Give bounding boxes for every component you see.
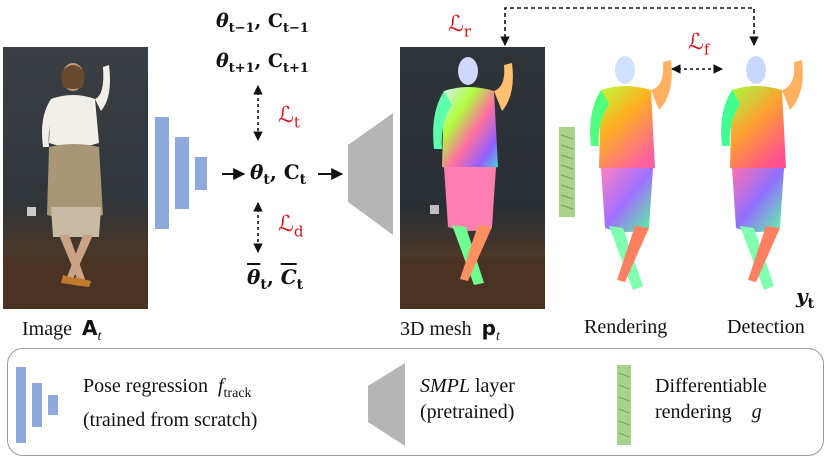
legend-pose-text: Pose regression ftrack (trained from scr… — [83, 375, 258, 431]
legend-smpl-text: SMPL layer (pretrained) — [420, 375, 515, 423]
loss-render-arrow — [500, 7, 759, 46]
detection-label: Detection — [727, 316, 805, 338]
legend-smpl-icon — [368, 363, 405, 446]
mesh-overlay-image — [400, 47, 545, 309]
legend-panel — [7, 348, 824, 456]
params-prev: θt−1, Ct−1 — [216, 10, 309, 36]
middle-arrows — [222, 7, 759, 253]
rendering-label: Rendering — [584, 316, 668, 338]
legend-pose-icon — [16, 367, 58, 443]
params-next: θt+1, Ct+1 — [216, 50, 309, 76]
mesh-figure — [400, 57, 545, 309]
detection-figure — [721, 56, 803, 290]
rendering-figure — [590, 56, 672, 290]
params-current: θt, Ct — [250, 160, 307, 188]
legend-render-icon — [617, 365, 631, 445]
params-prior: θt, Ct — [247, 265, 304, 293]
loss-data: ℒd — [278, 212, 304, 241]
smpl-layer — [348, 113, 393, 235]
input-image — [3, 47, 148, 309]
detection-var: yt — [796, 284, 815, 312]
pose-regression-network — [155, 117, 207, 229]
person-back-illustration — [3, 63, 148, 309]
image-label: Image At — [22, 316, 102, 344]
loss-feature: ℒf — [688, 30, 710, 59]
legend-render-text: Differentiable rendering g — [655, 375, 767, 423]
differentiable-rendering-block — [559, 127, 575, 217]
loss-temporal: ℒt — [278, 103, 300, 132]
mesh-label: 3D mesh pt — [400, 316, 500, 344]
loss-render: ℒr — [448, 12, 472, 41]
